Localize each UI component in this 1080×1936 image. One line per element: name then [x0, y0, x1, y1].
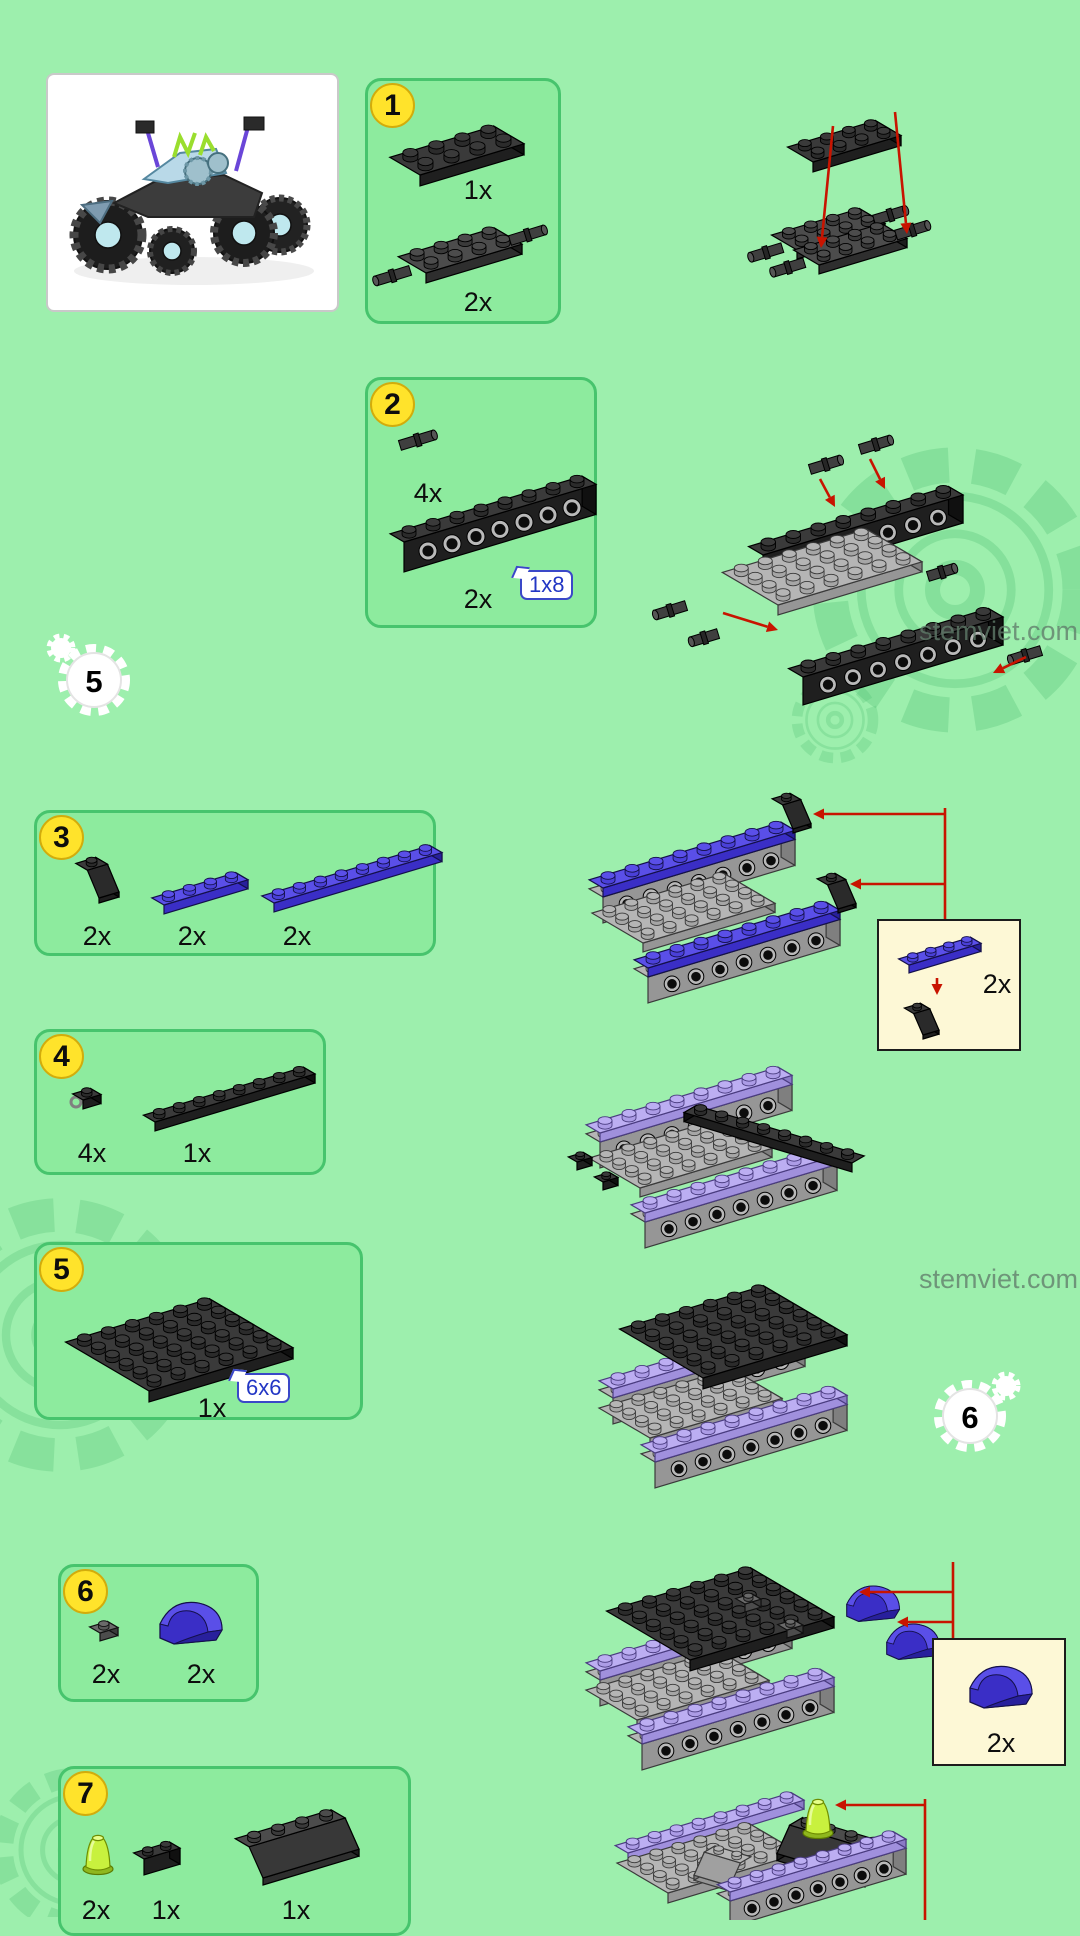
callout-parts-illustration	[879, 921, 1019, 1054]
part-qty: 2x	[463, 584, 493, 614]
part-size-tag: 1x8	[520, 570, 574, 600]
step6-number-badge: 6	[63, 1569, 108, 1614]
part-technic-brick-1x8	[388, 462, 606, 581]
part-black-1x2-brick	[131, 1823, 193, 1884]
step5-number-badge: 5	[39, 1247, 84, 1292]
step1-panel: 1 1x 2x	[365, 78, 561, 324]
step7-assembly-illustration	[580, 1775, 950, 1928]
callout-qty: 2x	[986, 1728, 1016, 1758]
step3-assembly-illustration	[545, 785, 975, 1012]
part-blue-1x8-plate	[259, 833, 449, 920]
part-qty: 1x	[197, 1393, 227, 1423]
watermark-text: stemviet.com	[918, 1264, 1078, 1294]
step3-number-badge: 3	[39, 815, 84, 860]
page-number: 6	[961, 1400, 979, 1435]
step3-arrow-connector	[795, 802, 957, 929]
part-qty: 2x	[81, 1895, 111, 1925]
part-technic-pin	[388, 422, 450, 467]
callout-qty: 2x	[982, 969, 1012, 999]
part-blue-curved-slope	[155, 1597, 227, 1654]
step3-callout-box: 2x	[877, 919, 1021, 1051]
step4-panel: 4 4x 1x	[34, 1029, 326, 1175]
step4-assembly-illustration	[545, 1030, 945, 1257]
page-number-gear-left: 5	[46, 628, 146, 728]
step4-number-badge: 4	[39, 1034, 84, 1079]
part-qty: 4x	[77, 1138, 107, 1168]
part-qty: 2x	[82, 921, 112, 951]
model-preview-image	[48, 75, 337, 310]
step7-number-badge: 7	[63, 1771, 108, 1816]
step2-number-badge: 2	[370, 382, 415, 427]
watermark-text: stemviet.com	[918, 616, 1078, 646]
step1-assembly-illustration	[735, 100, 947, 323]
model-preview-box	[46, 73, 339, 312]
page-number-gear-right: 6	[922, 1364, 1022, 1464]
step3-panel: 3 2x 2x 2x	[34, 810, 444, 956]
part-2x4-plate-with-pins	[368, 209, 564, 298]
part-qty: 4x	[413, 478, 443, 508]
part-qty: 1x	[463, 175, 493, 205]
part-qty: 1x	[182, 1138, 212, 1168]
part-size-tag: 6x6	[237, 1373, 291, 1403]
step6-assembly-illustration	[545, 1538, 975, 1778]
gear-icon	[46, 628, 146, 733]
part-black-slope	[71, 845, 129, 914]
part-black-6x6-plate	[63, 1285, 303, 1412]
part-qty: 1x	[281, 1895, 311, 1925]
part-qty: 2x	[463, 287, 493, 317]
part-darkgray-1x1-plate	[87, 1603, 133, 1650]
part-black-clip-plate	[67, 1070, 117, 1119]
part-trans-green-cone	[77, 1825, 119, 1884]
part-black-2x4-plate	[386, 107, 536, 198]
part-qty: 1x	[151, 1895, 181, 1925]
part-black-1x8-plate	[141, 1054, 323, 1139]
step2-assembly-illustration	[628, 415, 1078, 720]
step7-panel: 7 2x 1x 1x	[58, 1766, 411, 1936]
step6-arrow-connector	[845, 1552, 965, 1649]
callout-part-illustration	[934, 1640, 1068, 1773]
step2-panel: 2 4x 2x 1x8	[365, 377, 598, 628]
part-qty: 2x	[177, 921, 207, 951]
part-blue-1x4-plate	[149, 859, 255, 922]
step7-arrow-connector	[830, 1787, 940, 1925]
part-qty: 2x	[91, 1659, 121, 1689]
step5-panel: 5 1x 6x6	[34, 1242, 363, 1423]
step6-callout-box: 2x	[932, 1638, 1066, 1766]
page-number: 5	[85, 664, 103, 699]
part-qty: 2x	[186, 1659, 216, 1689]
step1-number-badge: 1	[370, 83, 415, 128]
gear-icon	[922, 1364, 1022, 1469]
step5-assembly-illustration	[555, 1240, 955, 1497]
part-qty: 2x	[282, 921, 312, 951]
step6-panel: 6 2x 2x	[58, 1564, 259, 1702]
part-black-2x4-slope	[233, 1797, 371, 1898]
